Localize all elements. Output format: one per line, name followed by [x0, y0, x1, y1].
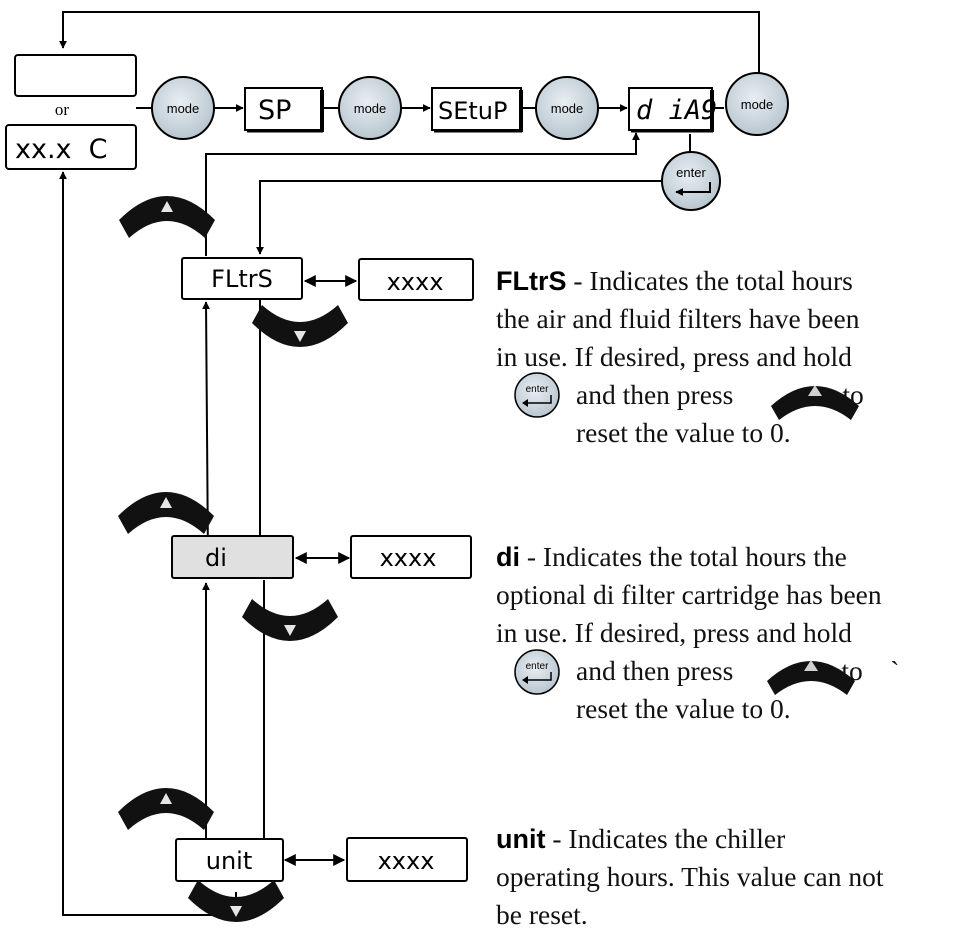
up-triangle-icon	[160, 793, 172, 804]
up-key-2[interactable]	[118, 492, 214, 534]
svg-text:FLtrS: FLtrS	[211, 265, 273, 293]
enter-arrow-icon	[675, 182, 711, 196]
mode-button-4[interactable]: mode	[725, 72, 789, 136]
up-key-3[interactable]	[118, 788, 214, 830]
down-triangle-icon	[230, 906, 242, 917]
di-term: di	[496, 542, 520, 572]
enter-icon-fltrs: enter	[514, 372, 560, 418]
di-line2: optional di filter cartridge has been	[496, 579, 882, 610]
dash: -	[520, 541, 543, 572]
mode-button-2[interactable]: mode	[338, 76, 402, 140]
top-row-connectors	[136, 104, 724, 155]
down-triangle-icon	[284, 625, 296, 636]
svg-text:mode: mode	[741, 97, 774, 112]
di-description: di - Indicates the total hours the optio…	[496, 538, 954, 728]
di-box: di	[171, 535, 294, 579]
svg-text:mode: mode	[551, 101, 584, 116]
dash: -	[566, 265, 590, 296]
unit-line3: be reset.	[496, 899, 588, 930]
setup-display: SEtuP	[431, 87, 523, 133]
up-key-icon-fltrs	[771, 385, 859, 420]
down-key-3[interactable]	[188, 880, 284, 922]
svg-text:enter: enter	[526, 384, 549, 395]
svg-text:unit: unit	[206, 847, 253, 875]
di-line4b: to `	[841, 655, 900, 686]
enter-button[interactable]: enter	[661, 151, 721, 211]
di-line1: Indicates the total hours the	[542, 541, 847, 572]
svg-text:xxxx: xxxx	[387, 268, 444, 296]
fltrs-line5: reset the value to 0.	[576, 417, 791, 448]
svg-text:di: di	[205, 544, 227, 572]
di-value-box: xxxx	[350, 535, 472, 579]
fltrs-line1: Indicates the total hours	[589, 265, 853, 296]
down-key-1[interactable]	[252, 305, 348, 347]
fltrs-value-box: xxxx	[358, 258, 474, 301]
svg-text:mode: mode	[354, 101, 387, 116]
svg-text:xxxx: xxxx	[380, 544, 437, 572]
mode-button-3[interactable]: mode	[535, 76, 599, 140]
temperature-display-text: xx.x C	[15, 134, 108, 165]
di-line3: in use. If desired, press and hold	[496, 617, 852, 648]
dash: -	[545, 823, 569, 854]
unit-line2: operating hours. This value can not	[496, 861, 884, 892]
up-triangle-icon	[161, 201, 173, 212]
value-toggle-arrows	[283, 275, 358, 866]
up-triangle-icon	[160, 497, 172, 508]
diag-display: d iA9	[628, 87, 717, 133]
fltrs-line4b: to	[842, 379, 864, 410]
svg-text:d iA9: d iA9	[636, 95, 717, 126]
fltrs-term: FLtrS	[496, 266, 567, 296]
down-key-2[interactable]	[242, 599, 338, 641]
di-line4a: and then press	[576, 655, 734, 686]
unit-line1: Indicates the chiller	[568, 823, 786, 854]
blank-display	[14, 54, 137, 97]
di-line5: reset the value to 0.	[576, 693, 791, 724]
svg-text:mode: mode	[167, 101, 200, 116]
down-triangle-icon	[294, 331, 306, 342]
up-key-icon-di	[767, 660, 855, 695]
fltrs-description: FLtrS - Indicates the total hours the ai…	[496, 262, 951, 452]
sp-display: SP	[244, 87, 324, 133]
fltrs-box: FLtrS	[181, 257, 303, 300]
fltrs-line4a: and then press	[576, 379, 734, 410]
temperature-display	[5, 124, 137, 170]
unit-description: unit - Indicates the chiller operating h…	[496, 820, 951, 934]
or-label: or	[55, 100, 70, 119]
unit-value-box: xxxx	[346, 837, 468, 882]
enter-icon-di: enter	[514, 649, 560, 695]
unit-box: unit	[175, 838, 284, 882]
svg-text:enter: enter	[676, 165, 706, 180]
svg-text:xxxx: xxxx	[378, 847, 435, 875]
return-loop-top	[59, 11, 760, 73]
svg-text:SEtuP: SEtuP	[438, 97, 508, 125]
up-key-1[interactable]	[119, 196, 215, 238]
fltrs-line2: the air and fluid filters have been	[496, 303, 860, 334]
mode-button-1[interactable]: mode	[151, 76, 215, 140]
svg-text:enter: enter	[526, 661, 549, 672]
fltrs-line3: in use. If desired, press and hold	[496, 341, 852, 372]
svg-text:SP: SP	[258, 95, 291, 126]
unit-term: unit	[496, 824, 546, 854]
